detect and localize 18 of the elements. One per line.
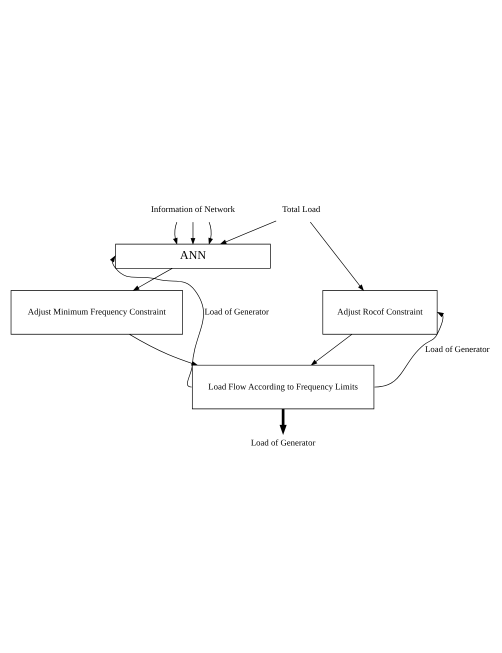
edge-label: Load of Generator xyxy=(204,306,269,317)
arrow xyxy=(220,220,276,244)
node-box: Adjust Rocof Constraint xyxy=(322,290,438,335)
node-box: Load Flow According to Frequency Limits xyxy=(192,364,374,410)
edge-label: Load of Generator xyxy=(425,344,490,354)
arrow xyxy=(172,222,178,245)
arrow xyxy=(374,312,444,388)
node-text: Total Load xyxy=(282,204,320,214)
arrow xyxy=(208,222,213,245)
arrow xyxy=(310,334,352,366)
node-text: Load of Generator xyxy=(250,437,316,448)
arrow xyxy=(190,222,196,245)
arrow xyxy=(132,268,173,291)
node-text: Information of Network xyxy=(151,204,235,214)
node-box: Adjust Minimum Frequency Constraint xyxy=(10,290,183,335)
node-box: ANN xyxy=(115,244,271,269)
arrow xyxy=(310,222,364,292)
arrow xyxy=(280,409,287,436)
